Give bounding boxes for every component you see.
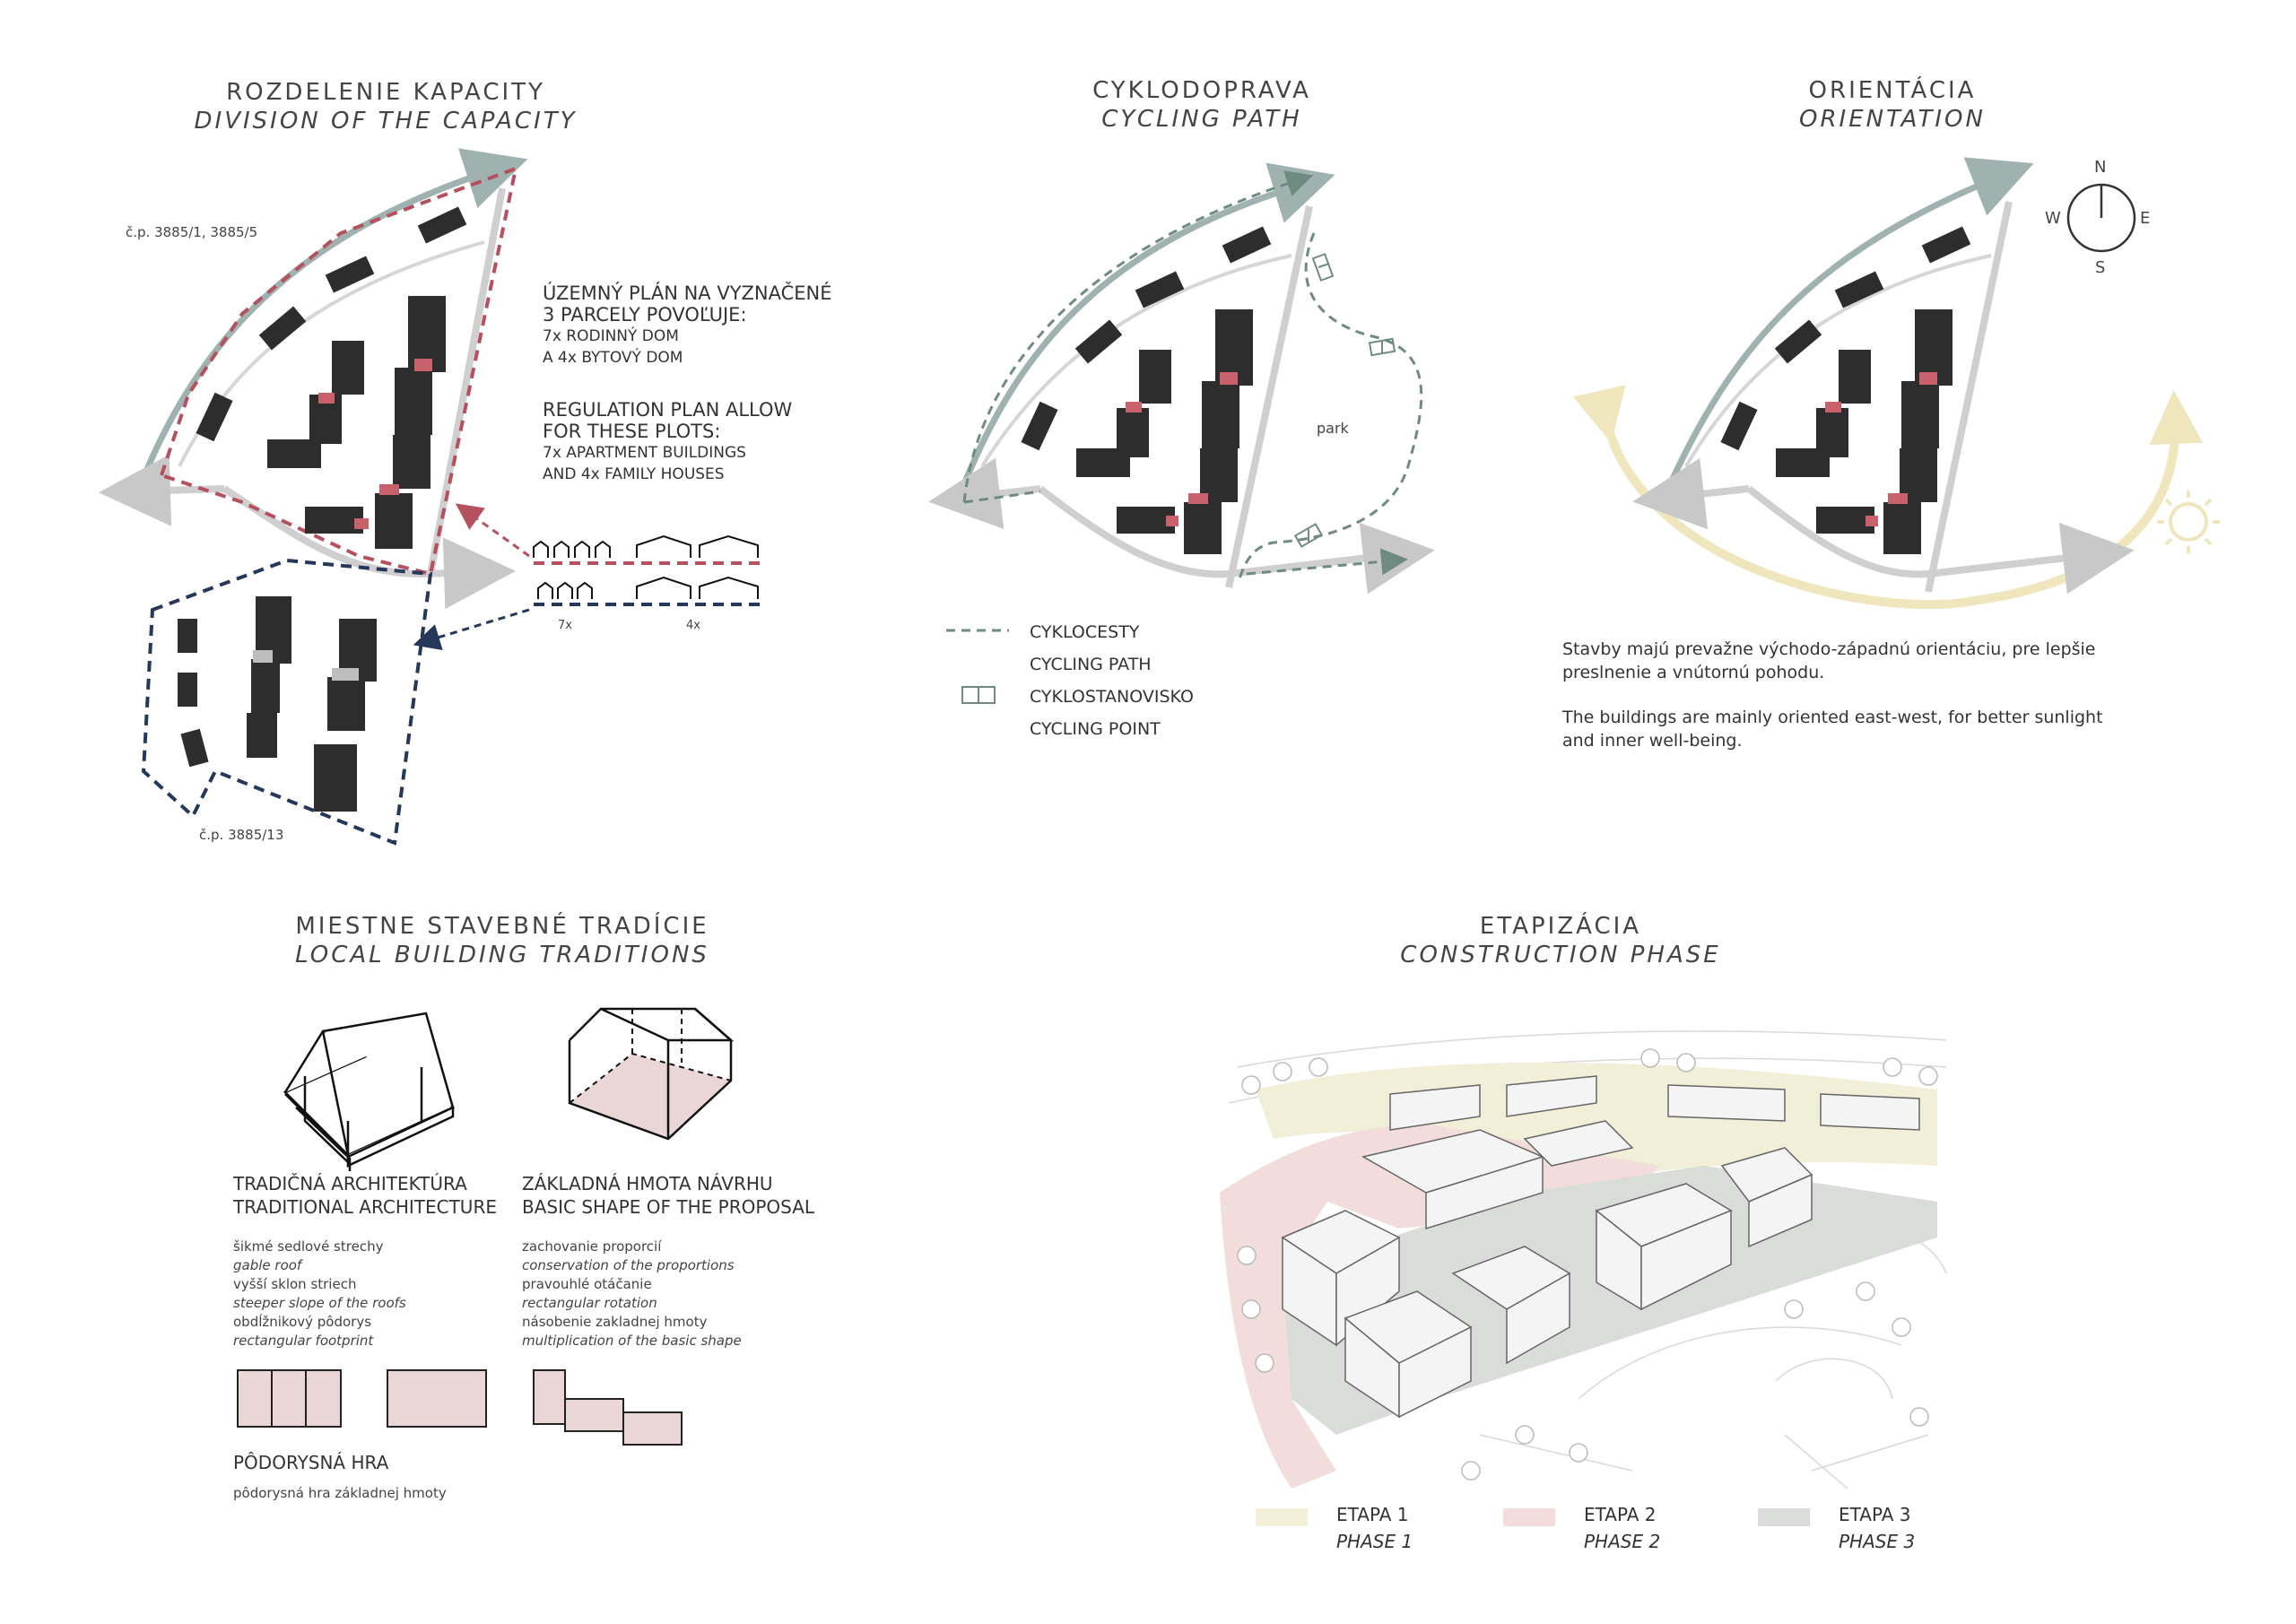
orientation-title-sk: ORIENTÁCIA	[1808, 77, 1977, 104]
cycling-title-sk: CYKLODOPRAVA	[1092, 77, 1311, 104]
col2-item: zachovanie proporcií	[522, 1238, 662, 1255]
phase-3-label-sk: ETAPA 3	[1839, 1504, 1911, 1525]
col2-head-line: BASIC SHAPE OF THE PROPOSAL	[522, 1196, 815, 1218]
house-icons-row-red	[533, 534, 759, 558]
compass-n: N	[2094, 158, 2107, 177]
compass-s: S	[2095, 258, 2106, 277]
orientation-text-en: The buildings are mainly oriented east-w…	[1562, 706, 2103, 752]
col2-head-line: ZÁKLADNÁ HMOTA NÁVRHU	[522, 1173, 773, 1194]
count-large-houses: 4x	[686, 619, 700, 632]
parcel-label-top: č.p. 3885/1, 3885/5	[126, 224, 258, 240]
regulation-sk-line: ÚZEMNÝ PLÁN NA VYZNAČENÉ	[543, 282, 832, 304]
col2-item: násobenie zakladnej hmoty	[522, 1314, 708, 1330]
compass-w: W	[2045, 209, 2061, 228]
col2-item: conservation of the proportions	[522, 1257, 735, 1273]
phase-2-label-en: PHASE 2	[1584, 1531, 1661, 1552]
capacity-title-sk: ROZDELENIE KAPACITY	[226, 79, 545, 106]
sun-icon	[2157, 491, 2220, 553]
park-label: park	[1317, 420, 1349, 437]
traditional-architecture-items: šikmé sedlové strechy gable roof vyšší s…	[233, 1238, 406, 1350]
footprint-play-text: pôdorysná hra základnej hmoty	[233, 1485, 447, 1501]
cycling-legend-path-en: CYCLING PATH	[1030, 655, 1152, 674]
red-plot-boundary	[159, 165, 518, 577]
regulation-sk-line: A 4x BYTOVÝ DOM	[543, 349, 683, 367]
basic-shape-head: ZÁKLADNÁ HMOTA NÁVRHU BASIC SHAPE OF THE…	[522, 1172, 814, 1219]
col2-item: pravouhlé otáčanie	[522, 1276, 652, 1292]
basic-shape-icon	[568, 1007, 735, 1141]
phases-title-en: CONSTRUCTION PHASE	[1400, 942, 1721, 968]
footprint-play-head: PÔDORYSNÁ HRA	[233, 1452, 389, 1473]
phase-1-swatch	[1256, 1508, 1308, 1526]
main-road	[135, 148, 528, 491]
cycling-title-en: CYCLING PATH	[1101, 106, 1302, 133]
traditional-architecture-head: TRADIČNÁ ARCHITEKTÚRA TRADITIONAL ARCHIT…	[233, 1172, 497, 1219]
cycling-legend-point-sk: CYKLOSTANOVISKO	[1030, 687, 1194, 707]
orientation-title-en: ORIENTATION	[1799, 106, 1986, 133]
regulation-en-line: REGULATION PLAN ALLOW	[543, 399, 793, 421]
phase-3-label-en: PHASE 3	[1839, 1531, 1916, 1552]
regulation-en-line: 7x APARTMENT BUILDINGS	[543, 444, 746, 462]
col1-item: šikmé sedlové strechy	[233, 1238, 384, 1255]
capacity-title-en: DIVISION OF THE CAPACITY	[194, 108, 578, 135]
orientation-sk-line: Stavby majú prevažne východo-západnú ori…	[1562, 639, 2096, 659]
col1-item: gable roof	[233, 1257, 302, 1273]
col1-item: steeper slope of the roofs	[233, 1295, 406, 1311]
orientation-en-line: and inner well-being.	[1562, 731, 1743, 751]
orientation-sk-line: preslnenie a vnútornú pohodu.	[1562, 663, 1825, 682]
compass-e: E	[2140, 209, 2151, 228]
phase-1-label-en: PHASE 1	[1336, 1531, 1413, 1552]
col1-head-line: TRADIČNÁ ARCHITEKTÚRA	[233, 1173, 467, 1194]
traditions-title-sk: MIESTNE STAVEBNÉ TRADÍCIE	[295, 913, 709, 940]
col1-item: obdĺžnikový pôdorys	[233, 1314, 372, 1330]
phase-3-swatch	[1758, 1508, 1810, 1526]
regulation-text-sk: ÚZEMNÝ PLÁN NA VYZNAČENÉ 3 PARCELY POVOĽ…	[543, 282, 832, 369]
regulation-sk-line: 7x RODINNÝ DOM	[543, 327, 679, 345]
traditions-title-en: LOCAL BUILDING TRADITIONS	[295, 942, 709, 968]
phase-buildings	[1281, 1075, 1920, 1419]
phase-1-label-sk: ETAPA 1	[1336, 1504, 1409, 1525]
phase-2-swatch	[1503, 1508, 1555, 1526]
parcel-label-bottom: č.p. 3885/13	[199, 827, 284, 843]
phase-2-label-sk: ETAPA 2	[1584, 1504, 1657, 1525]
tree-symbols	[1237, 1048, 1938, 1481]
orientation-en-line: The buildings are mainly oriented east-w…	[1562, 708, 2103, 727]
regulation-sk-line: 3 PARCELY POVOĽUJE:	[543, 304, 747, 326]
basic-shape-items: zachovanie proporcií conservation of the…	[522, 1238, 742, 1350]
orientation-text-sk: Stavby majú prevažne východo-západnú ori…	[1562, 638, 2096, 684]
house-icons-row-blue	[537, 576, 759, 599]
col1-head-line: TRADITIONAL ARCHITECTURE	[233, 1196, 497, 1218]
cycling-point-icons	[1293, 253, 1396, 548]
phases-title-sk: ETAPIZÁCIA	[1479, 913, 1642, 940]
blue-plot-boundary	[141, 558, 433, 846]
col2-item: multiplication of the basic shape	[522, 1333, 742, 1349]
compass-icon	[2066, 183, 2136, 253]
cycling-legend-path-sk: CYKLOCESTY	[1030, 622, 1140, 642]
regulation-en-line: AND 4x FAMILY HOUSES	[543, 465, 725, 483]
regulation-en-line: FOR THESE PLOTS:	[543, 421, 721, 442]
count-small-houses: 7x	[558, 619, 572, 632]
regulation-text-en: REGULATION PLAN ALLOW FOR THESE PLOTS: 7…	[543, 399, 792, 485]
footprint-shapes	[237, 1369, 683, 1446]
col1-item: vyšší sklon striech	[233, 1276, 357, 1292]
col2-item: rectangular rotation	[522, 1295, 657, 1311]
cycling-legend-point-en: CYCLING POINT	[1030, 719, 1161, 739]
col1-item: rectangular footprint	[233, 1333, 374, 1349]
